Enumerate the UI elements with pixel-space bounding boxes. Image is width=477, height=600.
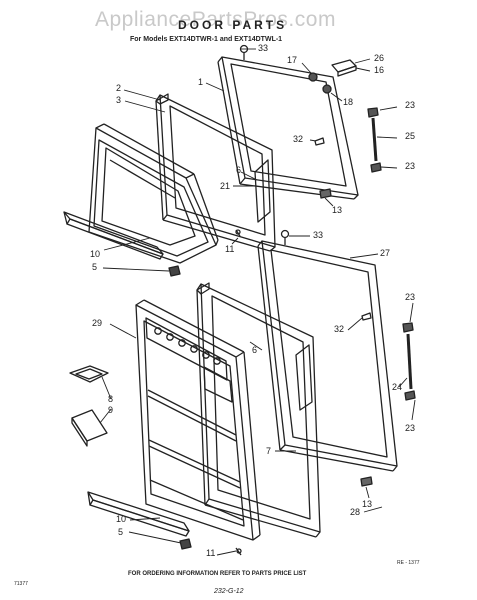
callout-33-top: 33 <box>258 43 269 53</box>
callout-5-top: 5 <box>92 262 98 272</box>
callout-23-d: 23 <box>405 423 416 433</box>
callout-29: 29 <box>92 318 103 328</box>
lower-small-parts <box>69 312 416 556</box>
callout-11-lower: 11 <box>206 548 216 558</box>
callout-6-lower: 6 <box>252 345 258 355</box>
callout-8: 8 <box>108 394 114 404</box>
callout-3: 3 <box>116 95 122 105</box>
callout-28: 28 <box>350 507 361 517</box>
fresh-food-door-inner-frame <box>196 282 321 538</box>
callout-6-top: 6 <box>236 165 242 175</box>
callout-24: 24 <box>392 382 403 392</box>
callout-32-lower: 32 <box>334 324 345 334</box>
leader-lines <box>99 48 416 556</box>
handwritten-note: 232-G-12 <box>214 588 244 595</box>
fresh-food-door-liner <box>135 299 261 541</box>
callout-17: 17 <box>287 55 298 65</box>
date-code: 71377 <box>14 581 28 587</box>
callout-13-lower: 13 <box>362 499 373 509</box>
freezer-door-outer-panel <box>217 56 359 200</box>
callout-1: 1 <box>198 77 204 87</box>
callout-5-lower: 5 <box>118 527 124 537</box>
callout-7: 7 <box>266 446 272 456</box>
callout-33-mid: 33 <box>313 230 324 240</box>
callout-18: 18 <box>343 97 354 107</box>
page-title: DOOR PARTS <box>178 18 288 32</box>
figure-code: RE - 1377 <box>397 560 420 566</box>
callout-2: 2 <box>116 83 122 93</box>
upper-small-parts <box>168 44 382 277</box>
callout-11-top: 11 <box>225 244 235 254</box>
callout-23-c: 23 <box>405 292 416 302</box>
callout-13-top: 13 <box>332 205 343 215</box>
watermark: AppliancePartsPros.com <box>95 8 336 31</box>
callout-25: 25 <box>405 131 416 141</box>
callout-26: 26 <box>374 53 385 63</box>
callout-10-top: 10 <box>90 249 101 259</box>
model-subtitle: For Models EXT14DTWR-1 and EXT14DTWL-1 <box>130 36 283 43</box>
callout-21: 21 <box>220 181 231 191</box>
callout-27: 27 <box>380 248 391 258</box>
callout-9: 9 <box>108 405 114 415</box>
callout-16: 16 <box>374 65 385 75</box>
callout-23-a: 23 <box>405 100 416 110</box>
fresh-food-door-outer-panel <box>257 240 398 472</box>
callout-32-top: 32 <box>293 134 304 144</box>
callout-10-lower: 10 <box>116 514 127 524</box>
callout-23-b: 23 <box>405 161 416 171</box>
freezer-door-liner <box>88 123 219 264</box>
ordering-footer: FOR ORDERING INFORMATION REFER TO PARTS … <box>128 571 307 577</box>
freezer-door-inner-frame <box>155 93 276 252</box>
